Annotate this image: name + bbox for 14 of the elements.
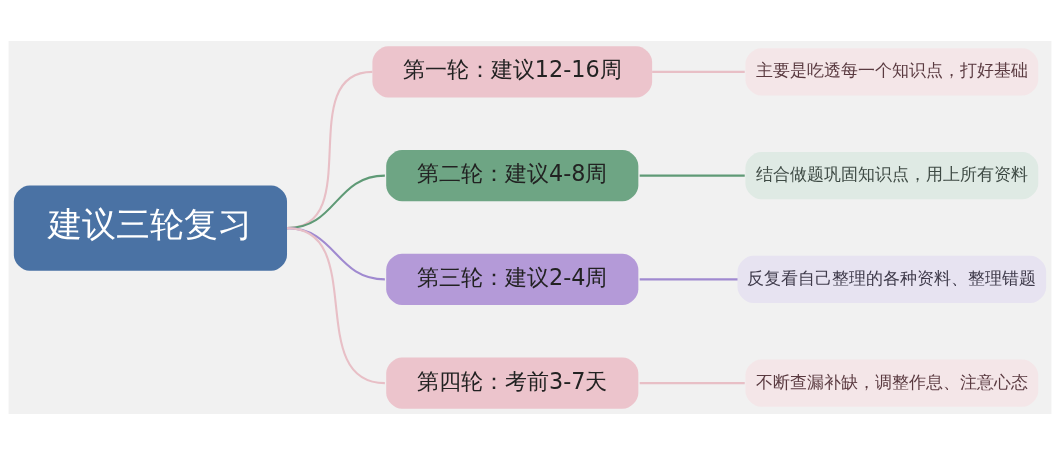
node-box: 不断查漏补缺，调整作息、注意心态 [745, 359, 1039, 407]
node-box: 第四轮：考前3-7天 [386, 357, 639, 409]
connector [639, 381, 745, 384]
node-box: 第一轮：建议12-16周 [372, 45, 653, 97]
connector [639, 277, 738, 280]
node-box: 反复看自己整理的各种资料、整理错题 [737, 255, 1047, 303]
node-box: 结合做题巩固知识点，用上所有资料 [745, 151, 1039, 199]
node-box: 第三轮：建议2-4周 [386, 253, 639, 305]
connector [639, 174, 745, 177]
node-box: 主要是吃透每一个知识点，打好基础 [745, 47, 1039, 95]
connector [652, 70, 745, 73]
node-box: 第二轮：建议4-8周 [386, 149, 639, 201]
node-box: 建议三轮复习 [13, 184, 287, 271]
connector [286, 226, 386, 384]
